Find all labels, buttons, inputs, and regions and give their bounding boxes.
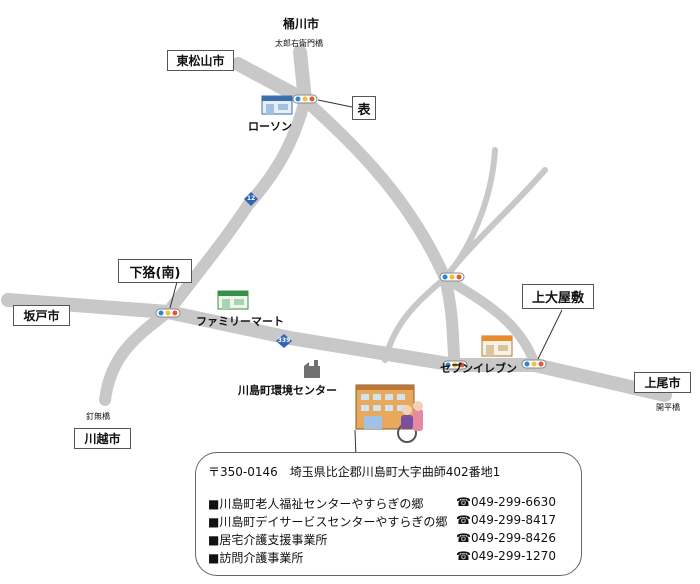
road-east-1 (442, 147, 498, 281)
route-339-number: 339 (277, 336, 291, 344)
facility-phone: ☎049-299-8426 (456, 531, 556, 545)
road-omote-south (299, 94, 461, 371)
place-higashimatsuyama: 東松山市 (167, 50, 234, 71)
place-kawagoe: 川越市 (74, 428, 131, 449)
traffic-signal-icon (155, 308, 181, 318)
place-sakado: 坂戸市 (13, 305, 70, 326)
traffic-signal-icon (442, 360, 468, 370)
facility-info-box: 〒350-0146 埼玉県比企郡川島町大字曲師402番地1 ■川島町老人福祉セン… (195, 452, 582, 576)
road-kawagoe (99, 306, 174, 406)
road-higashimatsuyama (231, 57, 312, 107)
factory-icon (304, 360, 320, 378)
road-east-2 (442, 167, 548, 281)
facility-phone: ☎049-299-1270 (456, 549, 556, 563)
lawson-store-icon (261, 95, 293, 115)
bridge-taroemon: 太郎右衛門橋 (275, 39, 323, 48)
intersection-kamiooyashiki: 上大屋敷 (522, 284, 594, 309)
facility-name: ■訪問介護事業所 (208, 551, 304, 565)
road-small-west (382, 275, 448, 363)
intersection-shimoraku: 下狢(南) (118, 259, 192, 283)
facility-name: ■川島町老人福祉センターやすらぎの郷 (208, 497, 424, 511)
intersection-omote: 表 (352, 96, 376, 120)
landmark-familymart: ファミリーマート (196, 315, 284, 328)
facility-phone: ☎049-299-6630 (456, 495, 556, 509)
landmark-seveneleven: セブンイレブン (440, 362, 517, 375)
route-12-shield: 12 (244, 191, 258, 206)
traffic-signal-icon (521, 359, 547, 369)
road-kamiooyashiki (440, 273, 540, 370)
facility-phone: ☎049-299-8417 (456, 513, 556, 527)
facility-name: ■川島町デイサービスセンターやすらぎの郷 (208, 515, 448, 529)
landmark-kankyo-center: 川島町環境センター (238, 384, 337, 397)
road-okegawa (293, 45, 312, 107)
facility-address: 〒350-0146 埼玉県比企郡川島町大字曲師402番地1 (208, 465, 501, 479)
traffic-signal-icon (439, 272, 465, 282)
road-route339 (1, 293, 672, 402)
seveneleven-store-icon (481, 335, 513, 357)
traffic-signal-icon (292, 94, 318, 104)
place-ageo: 上尾市 (634, 372, 691, 393)
place-okegawa: 桶川市 (283, 17, 320, 31)
wheelchair-person-icon (397, 401, 423, 443)
bridge-kugimu: 釘無橋 (86, 412, 110, 421)
route-12-number: 12 (246, 194, 256, 202)
route-339-shield: 339 (276, 333, 292, 348)
facility-name: ■居宅介護支援事業所 (208, 533, 328, 547)
familymart-store-icon (217, 290, 249, 310)
bridge-kaihei: 開平橋 (656, 403, 680, 412)
road-route12 (162, 94, 311, 318)
landmark-lawson: ローソン (248, 120, 292, 133)
